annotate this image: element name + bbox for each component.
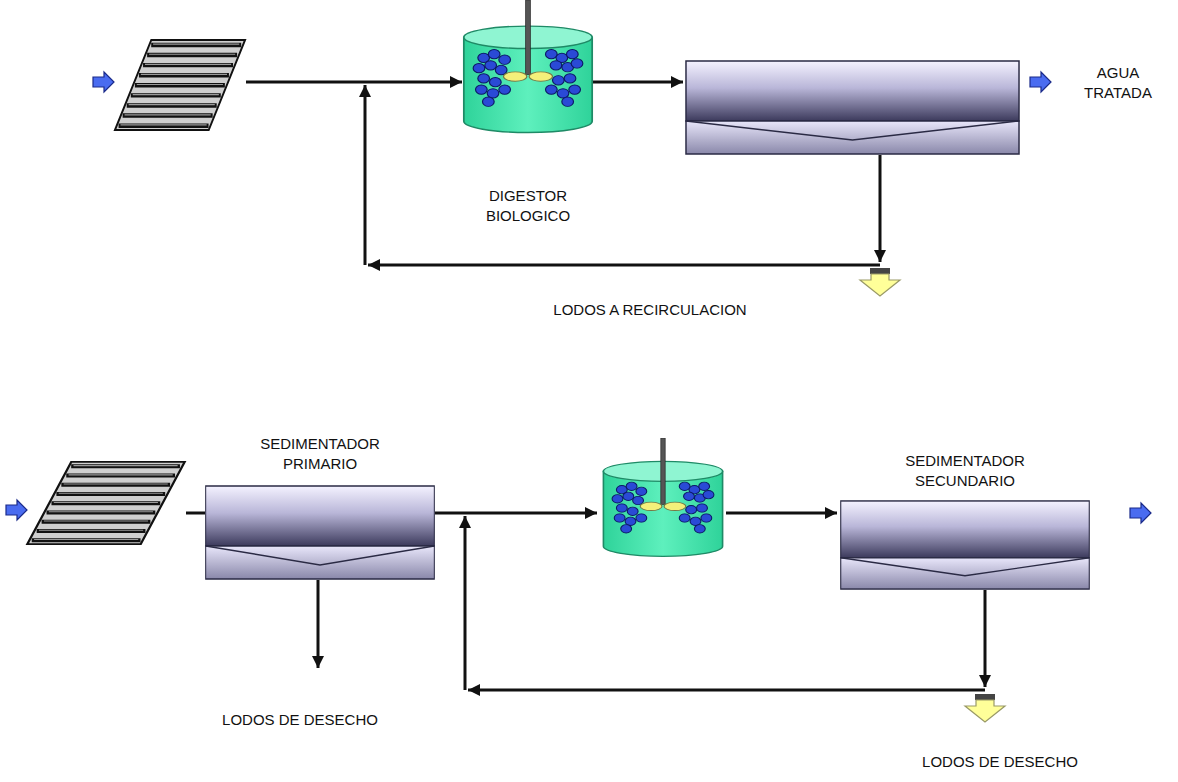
node-heading: SEDIMENTADOR SECUNDARIO xyxy=(895,451,1035,490)
flow-line xyxy=(186,512,205,515)
settler-shape xyxy=(205,485,435,580)
secondary-settler: SEDIMENTADOR SECUNDARIO xyxy=(840,451,1090,590)
bar-screen xyxy=(115,40,245,130)
flow-line xyxy=(726,512,837,515)
sludge-line xyxy=(317,580,320,668)
outflow-arrow xyxy=(1030,72,1051,92)
digester-tank: DIGESTOR BIOLOGICO xyxy=(458,0,598,229)
flow-line xyxy=(464,516,467,690)
flow-line xyxy=(435,512,597,515)
clarifier xyxy=(686,61,1019,154)
inflow-arrow xyxy=(93,72,114,92)
bar-screen xyxy=(27,462,184,544)
recirculation-line xyxy=(468,689,985,692)
outflow-label: AGUA TRATADA xyxy=(1068,63,1168,102)
sludge-line xyxy=(984,590,987,687)
waste-label: LODOS DE DESECHO xyxy=(222,710,378,730)
waste-arrow xyxy=(860,268,900,296)
tank-shape xyxy=(458,0,598,140)
node-heading: DIGESTOR BIOLOGICO xyxy=(473,186,583,225)
flow-line xyxy=(592,81,683,84)
bio-tank xyxy=(603,438,722,556)
waste-label: LODOS DE DESECHO xyxy=(922,752,1078,772)
outflow-arrow xyxy=(1130,503,1151,523)
sludge-line xyxy=(879,155,882,262)
recirculation-line xyxy=(368,264,880,267)
flow-line xyxy=(246,81,462,84)
inflow-arrow xyxy=(6,500,27,520)
waste-arrow xyxy=(965,694,1005,722)
flow-line xyxy=(364,85,367,265)
primary-settler: SEDIMENTADOR PRIMARIO xyxy=(205,434,435,580)
node-heading: SEDIMENTADOR PRIMARIO xyxy=(250,434,390,473)
settler-shape xyxy=(840,500,1090,590)
recirculation-label: LODOS A RECIRCULACION xyxy=(553,300,746,320)
